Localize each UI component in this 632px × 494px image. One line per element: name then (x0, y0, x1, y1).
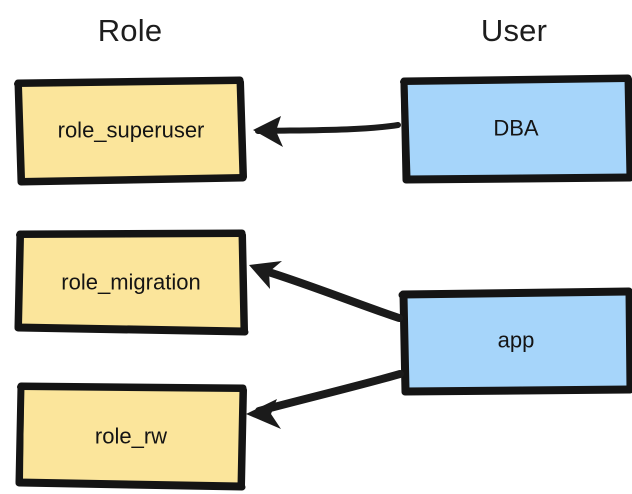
node-role-superuser[interactable]: role_superuser (12, 74, 250, 188)
edge-app-to-role-migration (249, 261, 403, 322)
edge-app-to-role-rw (246, 370, 404, 429)
edge-dba-to-role-superuser (253, 116, 401, 147)
node-app[interactable]: app (396, 284, 632, 398)
node-role-rw[interactable]: role_rw (12, 380, 250, 494)
column-header-role: Role (97, 13, 163, 48)
node-role-migration[interactable]: role_migration (12, 226, 250, 340)
node-dba[interactable]: DBA (396, 72, 632, 186)
column-header-user: User (480, 13, 548, 48)
